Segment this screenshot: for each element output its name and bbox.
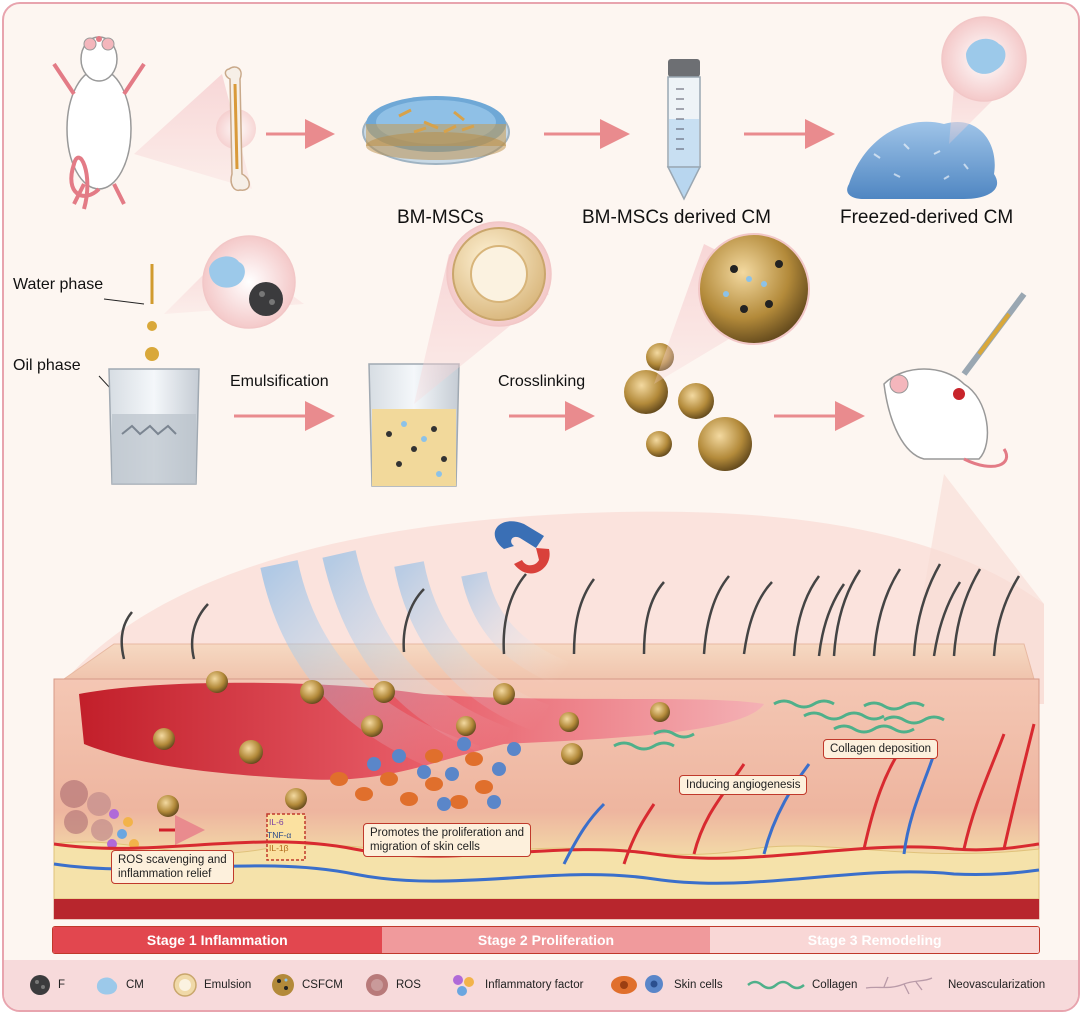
annotation-ros-scavenging: ROS scavenging and inflammation relief <box>111 850 234 884</box>
factor-tnf: TNF-α <box>267 830 292 840</box>
legend-label: Emulsion <box>204 979 252 991</box>
stage-3: Stage 3 Remodeling <box>710 927 1039 953</box>
skin-cells <box>330 737 521 811</box>
rat-illustration <box>52 36 146 210</box>
label-bm-mscs-derived-cm: BM-MSCs derived CM <box>582 207 771 228</box>
label-freezed-derived-cm: Freezed-derived CM <box>840 207 1014 228</box>
femur-bone-icon <box>224 66 250 192</box>
legend-label: CM <box>126 979 144 991</box>
neovascularization-icon <box>865 976 933 995</box>
annotation-collagen-deposition: Collagen deposition <box>823 739 939 759</box>
skin-cells-icon <box>611 975 663 994</box>
legend-label: Skin cells <box>674 979 723 991</box>
petri-dish-icon <box>362 96 510 165</box>
collagen-fibers <box>613 699 945 751</box>
stage-bar: Stage 1 Inflammation Stage 2 Proliferati… <box>52 926 1040 954</box>
iron-particle-icon <box>30 975 50 995</box>
cm-powder-icon <box>96 977 118 995</box>
annotation-inducing-angiogenesis: Inducing angiogenesis <box>679 775 808 795</box>
legend-label: Neovascularization <box>948 979 1046 991</box>
collagen-icon <box>747 980 805 990</box>
freeze-dried-powder-icon <box>847 121 998 199</box>
label-water-phase: Water phase <box>13 276 104 293</box>
csfcm-microsphere-icon <box>272 974 294 996</box>
legend-item-csfcm: CSFCM <box>270 960 343 1010</box>
beaker-emulsion <box>368 363 460 487</box>
legend: F CM Emulsion CSFCM ROS Inflammatory fac… <box>4 960 1078 1010</box>
magnet-icon <box>494 521 550 574</box>
label-bm-mscs: BM-MSCs <box>397 207 484 228</box>
hair-follicles <box>120 563 1021 660</box>
centrifuge-tube-icon <box>666 59 702 201</box>
label-crosslinking: Crosslinking <box>498 373 586 390</box>
legend-label: Inflammatory factor <box>485 979 584 991</box>
legend-item-inflammatory-factor: Inflammatory factor <box>449 960 583 1010</box>
inflammatory-factor-icon <box>453 975 474 996</box>
pointer-line <box>103 298 145 305</box>
legend-item-cm: CM <box>94 960 144 1010</box>
stage-2: Stage 2 Proliferation <box>381 927 711 953</box>
stage-1: Stage 1 Inflammation <box>53 927 382 953</box>
zoom-cone <box>134 74 252 189</box>
ros-particles <box>60 780 113 841</box>
annotation-ros-line1: ROS scavenging and <box>118 854 227 866</box>
legend-item-emulsion: Emulsion <box>172 960 251 1010</box>
annotation-proliferation-line2: migration of skin cells <box>370 841 480 853</box>
legend-item-skin-cells: Skin cells <box>608 960 723 1010</box>
annotation-ros-line2: inflammation relief <box>118 868 212 880</box>
legend-item-collagen: Collagen <box>746 960 857 1010</box>
beaker-oil-phase <box>108 368 200 485</box>
legend-item-neovascularization: Neovascularization <box>864 960 1045 1010</box>
legend-label: Collagen <box>812 979 858 991</box>
legend-item-f: F <box>28 960 65 1010</box>
ros-icon <box>366 974 388 996</box>
annotation-proliferation-line1: Promotes the proliferation and <box>370 827 525 839</box>
legend-item-ros: ROS <box>364 960 421 1010</box>
csfcm-microsphere-icon <box>698 233 810 345</box>
legend-label: F <box>58 979 66 991</box>
factor-il1: IL-1β <box>269 843 289 853</box>
inflammatory-factors <box>107 809 139 849</box>
legend-label: CSFCM <box>302 979 343 991</box>
neovascularization <box>53 723 1040 885</box>
emulsion-icon <box>173 973 197 997</box>
annotation-proliferation: Promotes the proliferation and migration… <box>363 823 532 857</box>
csfcm-in-wound <box>153 671 670 817</box>
legend-label: ROS <box>396 979 421 991</box>
label-oil-phase: Oil phase <box>13 357 81 374</box>
mouse-injection-illustration <box>883 292 1027 468</box>
label-emulsification: Emulsification <box>230 373 329 390</box>
factor-il6: IL-6 <box>269 817 284 827</box>
cm-powder-icon <box>966 38 1006 74</box>
